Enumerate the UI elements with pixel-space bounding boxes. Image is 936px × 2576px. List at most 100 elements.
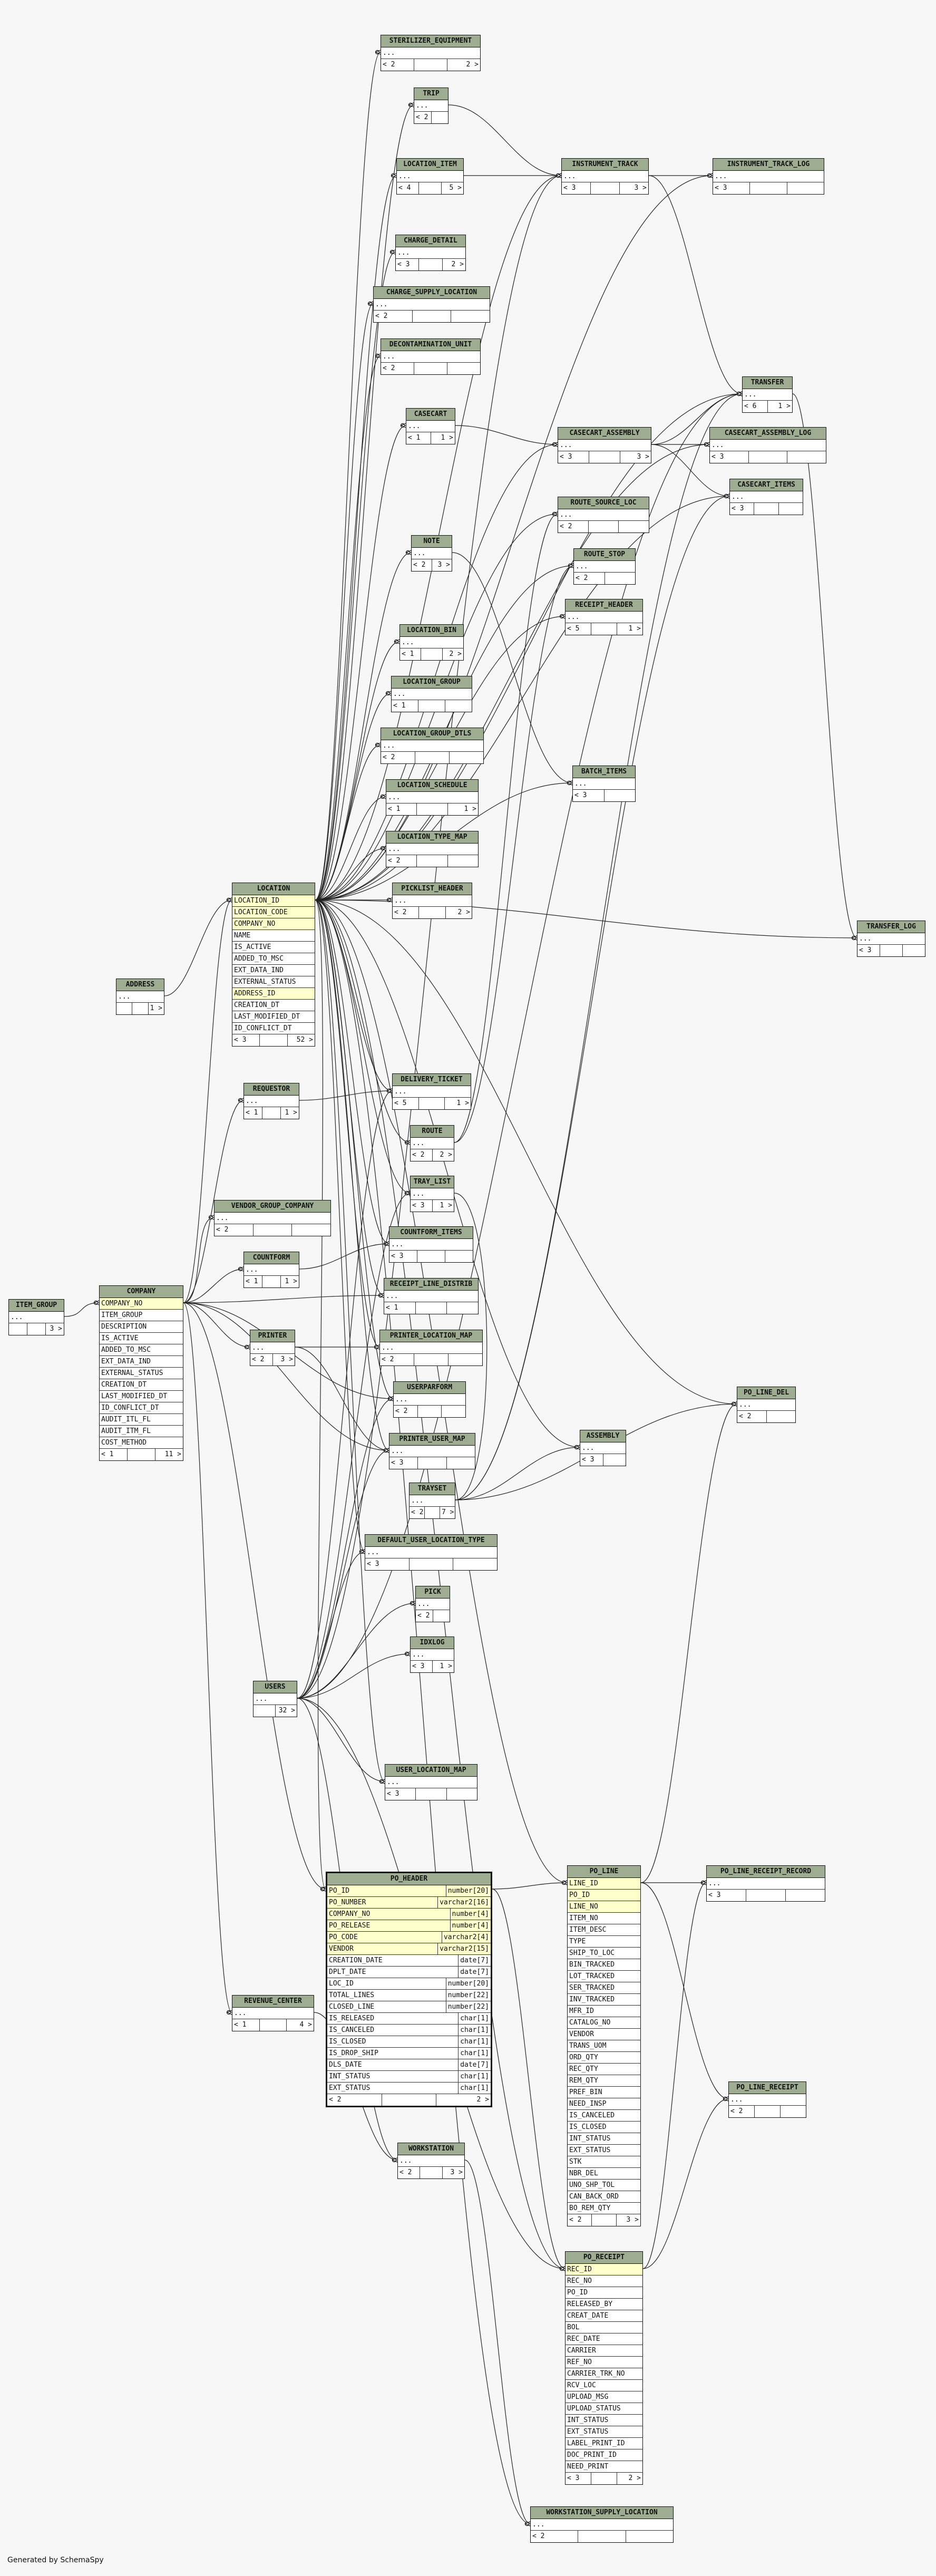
table-title[interactable]: ITEM_GROUP (9, 1300, 64, 1312)
table-title[interactable]: PRINTER_LOCATION_MAP (380, 1330, 482, 1342)
table-title[interactable]: TRAYSET (409, 1483, 455, 1495)
table-title[interactable]: PO_LINE_RECEIPT_RECORD (707, 1866, 825, 1878)
table-title[interactable]: RECEIPT_HEADER (565, 599, 642, 612)
table-route-source-loc[interactable]: ROUTE_SOURCE_LOC...< 2 (558, 497, 649, 533)
table-title[interactable]: LOCATION (232, 883, 315, 895)
table-trip[interactable]: TRIP...< 2 (414, 88, 448, 124)
table-title[interactable]: USERS (253, 1681, 297, 1693)
table-receipt-line-distrib[interactable]: RECEIPT_LINE_DISTRIB...< 1 (384, 1278, 479, 1314)
table-location-group-dtls[interactable]: LOCATION_GROUP_DTLS...< 2 (381, 728, 484, 764)
table-title[interactable]: PRINTER_USER_MAP (389, 1434, 475, 1446)
table-charge-supply-location[interactable]: CHARGE_SUPPLY_LOCATION...< 2 (373, 286, 490, 323)
table-title[interactable]: WORKSTATION (398, 2143, 464, 2155)
table-address[interactable]: ADDRESS...1 > (116, 979, 164, 1015)
table-title[interactable]: DEFAULT_USER_LOCATION_TYPE (365, 1535, 497, 1547)
table-title[interactable]: ROUTE (411, 1126, 454, 1138)
table-title[interactable]: COUNTFORM (244, 1252, 299, 1264)
table-title[interactable]: RECEIPT_LINE_DISTRIB (384, 1279, 478, 1291)
table-title[interactable]: USERPARFORM (394, 1382, 465, 1394)
table-title[interactable]: COUNTFORM_ITEMS (389, 1227, 473, 1239)
table-title[interactable]: TRAY_LIST (411, 1176, 454, 1188)
table-title[interactable]: REVENUE_CENTER (232, 1996, 314, 2008)
table-title[interactable]: VENDOR_GROUP_COMPANY (214, 1200, 330, 1213)
table-title[interactable]: INSTRUMENT_TRACK_LOG (713, 159, 824, 171)
table-po-line-del[interactable]: PO_LINE_DEL...< 2 (737, 1387, 796, 1423)
table-title[interactable]: IDXLOG (411, 1637, 454, 1649)
table-title[interactable]: LOCATION_ITEM (397, 159, 463, 171)
table-title[interactable]: NOTE (412, 536, 452, 548)
table-decontamination-unit[interactable]: DECONTAMINATION_UNIT...< 2 (381, 338, 481, 375)
table-title[interactable]: PO_LINE (568, 1866, 640, 1878)
table-title[interactable]: DECONTAMINATION_UNIT (381, 339, 480, 351)
table-casecart-items[interactable]: CASECART_ITEMS...< 3 (729, 479, 803, 515)
table-title[interactable]: LOCATION_BIN (400, 625, 463, 637)
table-printer-user-map[interactable]: PRINTER_USER_MAP...< 3 (389, 1433, 475, 1469)
table-title[interactable]: DELIVERY_TICKET (393, 1074, 471, 1086)
table-vendor-group-company[interactable]: VENDOR_GROUP_COMPANY...< 2 (214, 1200, 331, 1236)
table-transfer-log[interactable]: TRANSFER_LOG...< 3 (857, 921, 925, 957)
table-title[interactable]: LOCATION_GROUP (392, 676, 472, 689)
table-location-group[interactable]: LOCATION_GROUP...< 1 (391, 676, 472, 712)
table-default-user-location-type[interactable]: DEFAULT_USER_LOCATION_TYPE...< 3 (365, 1534, 498, 1571)
table-title[interactable]: ROUTE_SOURCE_LOC (558, 497, 649, 509)
table-title[interactable]: PICK (416, 1586, 450, 1599)
table-title[interactable]: CASECART_ASSEMBLY (558, 428, 651, 440)
table-title[interactable]: TRANSFER (743, 377, 792, 389)
table-title[interactable]: PRINTER (250, 1330, 295, 1342)
table-title[interactable]: INSTRUMENT_TRACK (562, 159, 648, 171)
table-title[interactable]: WORKSTATION_SUPPLY_LOCATION (531, 2507, 673, 2519)
table-title[interactable]: CHARGE_DETAIL (396, 235, 465, 247)
table-title[interactable]: CASECART_ITEMS (730, 479, 803, 491)
table-title[interactable]: REQUESTOR (244, 1083, 299, 1096)
table-title[interactable]: PO_LINE_RECEIPT (729, 2082, 806, 2094)
table-title[interactable]: PO_RECEIPT (565, 2252, 642, 2264)
table-title[interactable]: ROUTE_STOP (574, 549, 635, 561)
table-po-line-receipt-record[interactable]: PO_LINE_RECEIPT_RECORD...< 3 (706, 1865, 825, 1902)
table-assembly[interactable]: ASSEMBLY...< 3 (580, 1430, 626, 1466)
table-title[interactable]: TRIP (414, 88, 448, 100)
table-title[interactable]: STERILIZER_EQUIPMENT (381, 35, 480, 47)
table-title[interactable]: PICKLIST_HEADER (393, 883, 472, 895)
table-title[interactable]: LOCATION_SCHEDULE (386, 780, 478, 792)
table-location-type-map[interactable]: LOCATION_TYPE_MAP...< 2 (386, 831, 479, 867)
table-batch-items[interactable]: BATCH_ITEMS...< 3 (572, 766, 636, 802)
table-user-location-map[interactable]: USER_LOCATION_MAP...< 3 (385, 1764, 477, 1800)
table-title[interactable]: ADDRESS (116, 979, 164, 991)
table-title[interactable]: CASECART (406, 409, 455, 421)
table-route-stop[interactable]: ROUTE_STOP...< 2 (573, 548, 636, 585)
table-title[interactable]: PO_LINE_DEL (737, 1387, 795, 1399)
table-title[interactable]: USER_LOCATION_MAP (385, 1765, 477, 1777)
table-users[interactable]: USERS...32 > (253, 1681, 297, 1717)
table-printer-location-map[interactable]: PRINTER_LOCATION_MAP...< 2 (379, 1330, 483, 1366)
table-title[interactable]: BATCH_ITEMS (573, 766, 635, 778)
table-title[interactable]: COMPANY (100, 1286, 183, 1298)
table-userparform[interactable]: USERPARFORM...< 2 (393, 1381, 466, 1418)
table-title[interactable]: CASECART_ASSEMBLY_LOG (710, 428, 826, 440)
table-title[interactable]: TRANSFER_LOG (857, 921, 925, 933)
table-title[interactable]: PO_HEADER (327, 1873, 491, 1885)
